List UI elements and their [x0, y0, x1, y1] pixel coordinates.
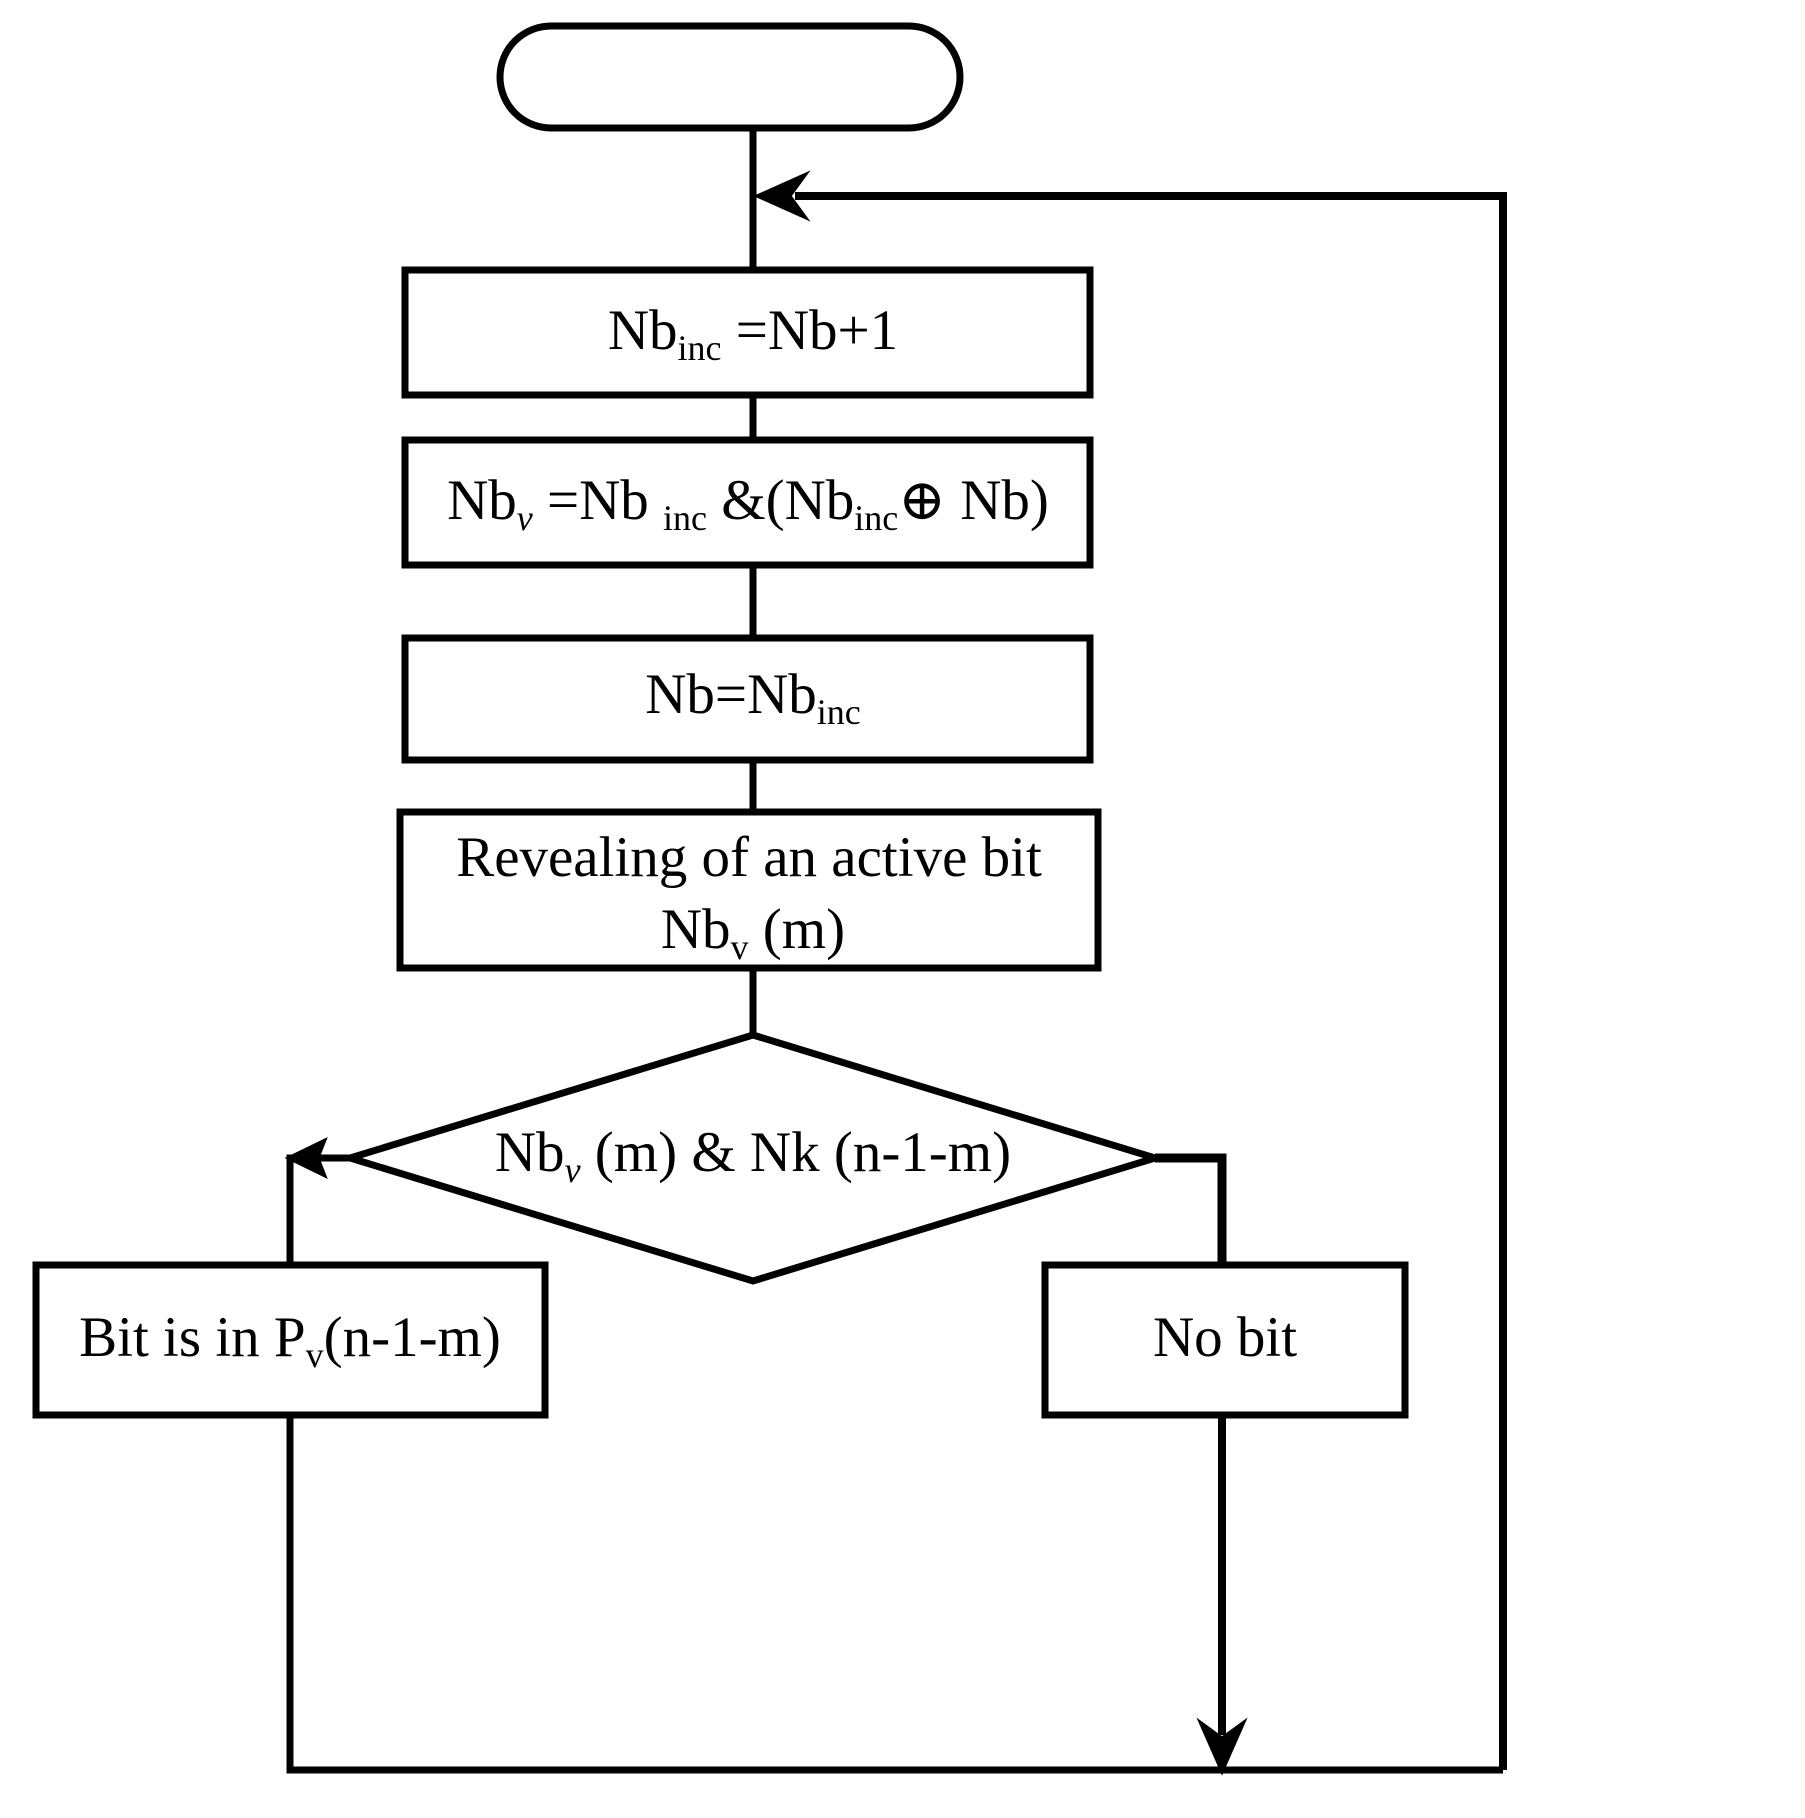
bit-found-seg-1-sub: v — [306, 1335, 324, 1375]
result-bit-found-label: Bit is in Pv(n-1-m) — [79, 1306, 501, 1375]
node-result-no-bit[interactable]: No bit — [1041, 1261, 1409, 1419]
process-assign-label: Nb=Nbinc — [645, 663, 860, 732]
node-start[interactable] — [496, 22, 964, 132]
arrowhead-no-bit-down — [1196, 1717, 1248, 1776]
process-reveal-shape[interactable] — [396, 808, 1102, 972]
mask-seg-4: ⊕ Nb) — [898, 469, 1049, 532]
node-process-reveal[interactable]: Revealing of an active bit Nbv (m) — [396, 808, 1102, 972]
process-reveal-line2: Nbv (m) — [661, 898, 845, 967]
result-bit-found-shape[interactable] — [32, 1261, 549, 1419]
mask-seg-3: &(Nb — [707, 469, 854, 532]
arrowhead-decision-left — [284, 1136, 328, 1180]
reveal-seg-main: Nb — [661, 898, 731, 961]
edge-layer — [284, 128, 1507, 1776]
result-no-bit-label: No bit — [1153, 1306, 1297, 1369]
node-process-mask[interactable]: Nbv =Nb inc &(Nbinc⊕ Nb) — [401, 436, 1094, 569]
node-process-assign[interactable]: Nb=Nbinc — [401, 634, 1094, 764]
increment-seg-main1: Nb — [608, 299, 678, 362]
edge-decision-to-no-bit — [1155, 1153, 1227, 1265]
increment-seg-sub1: inc — [677, 328, 721, 368]
node-result-bit-found[interactable]: Bit is in Pv(n-1-m) — [32, 1261, 549, 1419]
node-process-increment[interactable]: Nbinc =Nb+1 — [401, 266, 1094, 399]
edge-bit-found-to-rail — [286, 1415, 1503, 1774]
decision-shape[interactable] — [338, 1031, 1167, 1285]
mask-seg-1-sub: v — [517, 498, 533, 538]
process-mask-shape[interactable] — [401, 436, 1094, 569]
process-assign-shape[interactable] — [401, 634, 1094, 764]
mask-seg-1: Nb — [447, 469, 517, 532]
assign-seg-1-sub: inc — [817, 692, 861, 732]
decision-label: Nbv (m) & Nk (n-1-m) — [495, 1121, 1011, 1190]
arrowhead-loop-back — [753, 170, 811, 222]
decision-seg-1: Nb — [495, 1121, 565, 1184]
bit-found-seg-2: (n-1-m) — [324, 1306, 501, 1369]
decision-seg-2: (m) & Nk (n-1-m) — [581, 1121, 1012, 1184]
process-reveal-line1: Revealing of an active bit — [456, 826, 1042, 889]
mask-seg-3-sub: inc — [854, 498, 898, 538]
reveal-seg-sub: v — [731, 927, 749, 967]
decision-seg-1-sub: v — [565, 1150, 581, 1190]
process-increment-label: Nbinc =Nb+1 — [608, 299, 898, 368]
increment-seg-main2: =Nb+1 — [721, 299, 898, 362]
reveal-seg-tail: (m) — [749, 898, 846, 961]
node-decision[interactable]: Nbv (m) & Nk (n-1-m) — [338, 1031, 1167, 1285]
bit-found-seg-1: Bit is in P — [79, 1306, 306, 1369]
mask-seg-2: =Nb — [533, 469, 663, 532]
mask-seg-2-sub: inc — [663, 498, 707, 538]
process-increment-shape[interactable] — [401, 266, 1094, 399]
start-terminator-shape[interactable] — [496, 22, 964, 132]
edge-loop-back-rail — [795, 192, 1507, 1770]
result-no-bit-shape[interactable] — [1041, 1261, 1409, 1419]
process-mask-label: Nbv =Nb inc &(Nbinc⊕ Nb) — [447, 469, 1049, 538]
assign-seg-1: Nb=Nb — [645, 663, 816, 726]
